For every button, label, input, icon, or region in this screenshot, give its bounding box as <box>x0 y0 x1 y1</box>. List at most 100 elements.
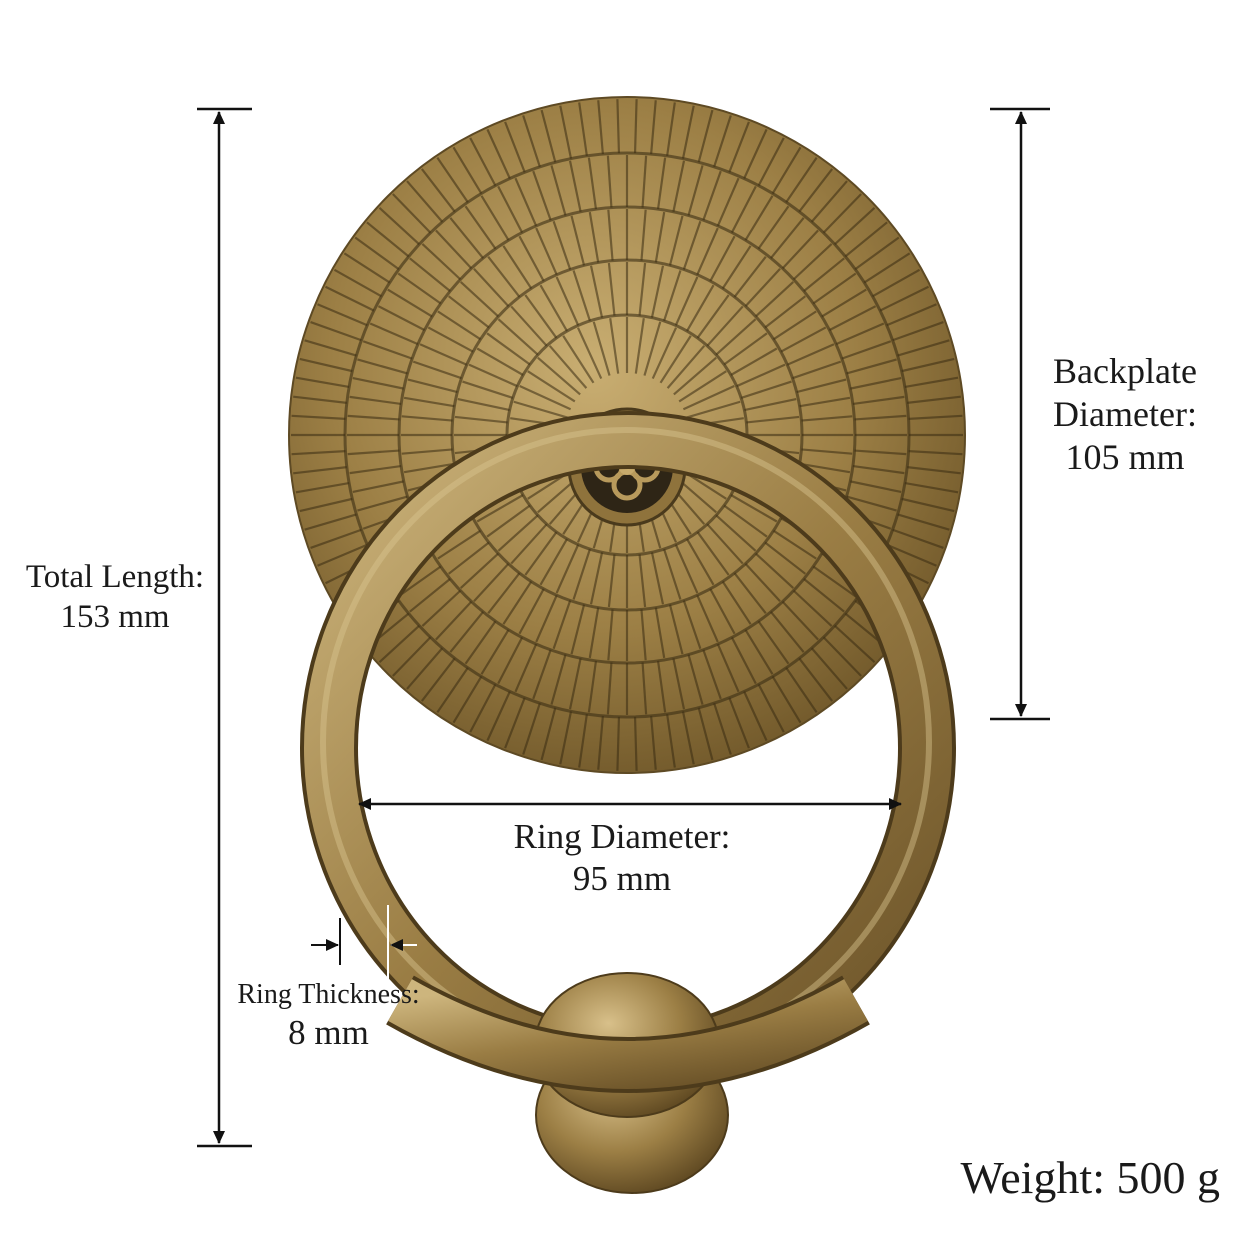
backplate-ray <box>502 245 533 290</box>
backplate-ray <box>897 339 950 357</box>
backplate-diameter-dimension <box>990 107 1050 721</box>
backplate-ray <box>638 262 647 316</box>
backplate-ray <box>810 180 848 223</box>
backplate-ray <box>378 624 420 664</box>
backplate-ray <box>435 229 473 270</box>
backplate-ray <box>589 265 604 318</box>
backplate-ray <box>401 448 453 455</box>
backplate-ray <box>535 227 558 276</box>
backplate-ray <box>713 702 732 755</box>
backplate-ray <box>352 480 404 494</box>
backplate-ray <box>378 206 420 246</box>
backplate-ray <box>785 157 818 203</box>
backplate-ray <box>687 165 704 216</box>
backplate-ray <box>406 647 444 690</box>
backplate-ray <box>892 321 944 342</box>
backplate-ray <box>354 236 400 271</box>
backplate-ray <box>730 185 757 234</box>
backplate-ray <box>723 504 768 538</box>
backplate-ray <box>682 384 735 411</box>
backplate-ray <box>633 99 638 154</box>
backplate-ray <box>721 245 752 290</box>
backplate-ray <box>464 205 497 250</box>
backplate-ray <box>317 303 368 327</box>
backplate-ray <box>879 285 930 312</box>
backplate-ray <box>513 400 568 419</box>
backplate-ray <box>686 284 715 332</box>
backplate-ray <box>347 449 400 456</box>
backplate-ray <box>755 552 795 589</box>
backplate-ray <box>548 345 588 389</box>
backplate-ray <box>568 658 582 710</box>
backplate-ray <box>524 531 558 576</box>
ring-diameter-label: Ring Diameter: 95 mm <box>462 816 782 900</box>
backplate-ray <box>514 177 538 227</box>
backplate-ray <box>697 109 714 163</box>
backplate-ray <box>540 707 557 761</box>
backplate-ray <box>904 376 959 388</box>
backplate-ray <box>659 335 692 384</box>
backplate-ray <box>480 195 510 241</box>
backplate-ray <box>435 600 473 641</box>
backplate-ray <box>570 604 586 655</box>
backplate-ray <box>801 448 853 455</box>
backplate-ray <box>606 155 613 208</box>
backplate-ray <box>640 609 647 661</box>
backplate-ray <box>510 305 548 347</box>
backplate-ray <box>897 513 950 531</box>
backplate-ray <box>568 160 582 212</box>
backplate-ray <box>663 548 682 600</box>
backplate-ray <box>785 667 818 713</box>
backplate-ray <box>886 543 937 567</box>
backplate-ray <box>687 654 704 705</box>
backplate-ray <box>846 495 897 512</box>
backplate-ray <box>892 528 944 549</box>
backplate-ray <box>835 322 885 346</box>
backplate-ray <box>552 220 572 270</box>
ring-thickness-dimension <box>311 905 417 985</box>
backplate-ray <box>798 168 834 213</box>
backplate-ray <box>822 193 862 234</box>
backplate-ray <box>764 541 807 575</box>
backplate-ray <box>304 513 357 531</box>
ring-thickness-caption: Ring Thickness: <box>237 979 420 1010</box>
backplate-ray <box>844 221 888 258</box>
ring-thickness-value: 8 mm <box>288 1012 369 1052</box>
backplate-ray <box>291 414 346 420</box>
backplate-ray <box>716 643 740 693</box>
backplate-ray <box>588 607 600 659</box>
backplate-ray <box>702 170 722 221</box>
backplate-ray <box>497 318 539 356</box>
backplate-ray <box>713 115 732 168</box>
backplate-ray <box>607 554 616 608</box>
backplate-ray <box>504 121 526 173</box>
backplate-ray <box>746 415 800 424</box>
backplate-ray <box>771 675 802 724</box>
backplate-ray <box>616 716 621 771</box>
backplate-ray <box>522 702 541 755</box>
backplate-ray <box>673 356 717 396</box>
backplate-ray <box>666 713 676 768</box>
backplate-ray <box>799 462 851 474</box>
backplate-ray <box>555 544 580 594</box>
backplate-ray <box>697 707 714 761</box>
backplate-ray <box>572 270 591 322</box>
backplate-ray <box>317 543 368 567</box>
backplate-ray <box>810 647 848 690</box>
backplate-ray <box>799 396 851 408</box>
backplate-ray <box>733 572 767 615</box>
backplate-ray <box>682 220 702 270</box>
backplate-ray <box>537 356 581 396</box>
backplate-ray <box>650 552 665 605</box>
backplate-ray <box>863 252 911 284</box>
backplate-ray <box>886 303 937 327</box>
backplate-ray <box>555 276 580 326</box>
backplate-ray <box>572 548 591 600</box>
backplate-ray <box>462 380 514 399</box>
backplate-ray <box>633 716 638 771</box>
backplate-ray <box>656 660 667 713</box>
backplate-ray <box>709 588 736 635</box>
backplate-ray <box>464 620 497 665</box>
backplate-ray <box>841 340 892 360</box>
backplate-ray <box>469 683 497 733</box>
